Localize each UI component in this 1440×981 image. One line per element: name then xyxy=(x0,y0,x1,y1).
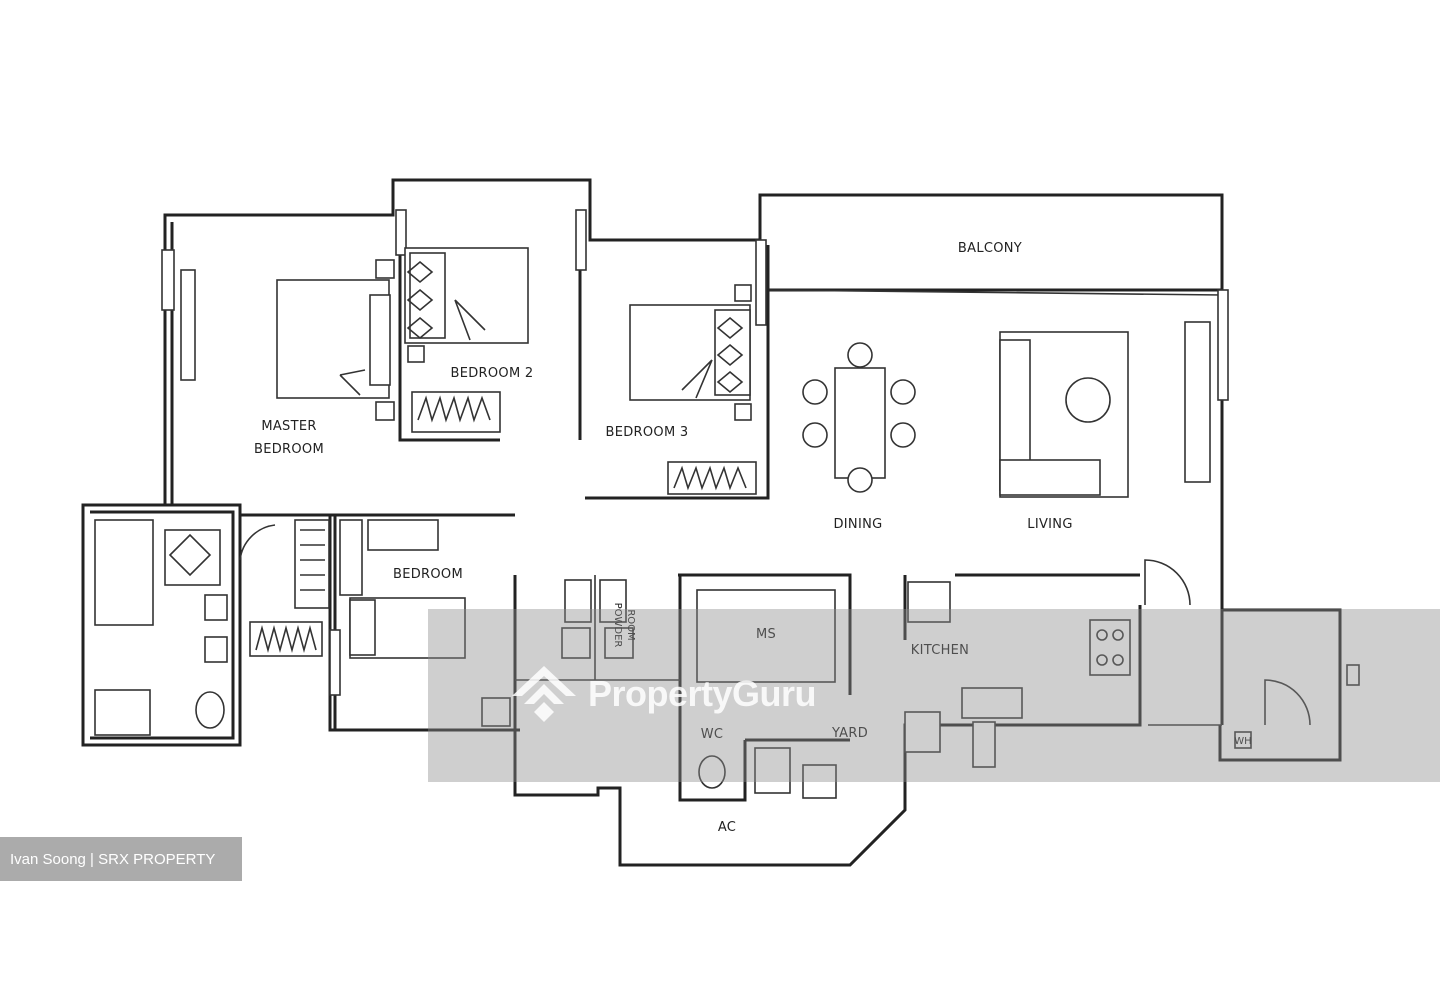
label-yard: YARD xyxy=(831,726,868,741)
label-master-bedroom-line2: BEDROOM xyxy=(254,442,324,457)
label-dining: DINING xyxy=(833,517,882,532)
label-bedroom-3: BEDROOM 3 xyxy=(606,425,689,440)
label-powder-room-line2: ROOM xyxy=(625,609,636,640)
label-wc: WC xyxy=(701,727,724,742)
door-swings xyxy=(239,524,1311,726)
photo-credit-text: Ivan Soong | SRX PROPERTY xyxy=(10,850,216,868)
label-balcony: BALCONY xyxy=(958,241,1022,256)
label-living: LIVING xyxy=(1027,517,1072,532)
label-powder-room-line1: POWDER xyxy=(612,603,623,648)
label-bedroom-4: BEDROOM xyxy=(393,567,463,582)
living-set xyxy=(999,321,1211,498)
label-master-bedroom-line1: MASTER xyxy=(261,419,316,434)
photo-credit: Ivan Soong | SRX PROPERTY xyxy=(0,837,242,881)
label-wh: WH xyxy=(1234,736,1251,747)
interior-walls xyxy=(240,215,1224,802)
bedroom-4-furniture xyxy=(249,519,466,659)
label-ac: AC xyxy=(718,820,736,835)
windows xyxy=(161,209,1360,696)
kitchen-fixtures xyxy=(481,581,1252,799)
ms-room xyxy=(696,589,836,683)
powder-room-fixtures xyxy=(561,579,634,659)
bedroom-2-furniture xyxy=(404,247,529,433)
label-ms: MS xyxy=(756,627,776,642)
dining-set xyxy=(802,342,916,493)
master-bedroom-furniture xyxy=(180,259,395,421)
master-bathroom-fixtures xyxy=(94,519,228,736)
label-bedroom-2: BEDROOM 2 xyxy=(451,366,534,381)
bedroom-3-furniture xyxy=(629,284,757,495)
label-kitchen: KITCHEN xyxy=(911,643,969,658)
